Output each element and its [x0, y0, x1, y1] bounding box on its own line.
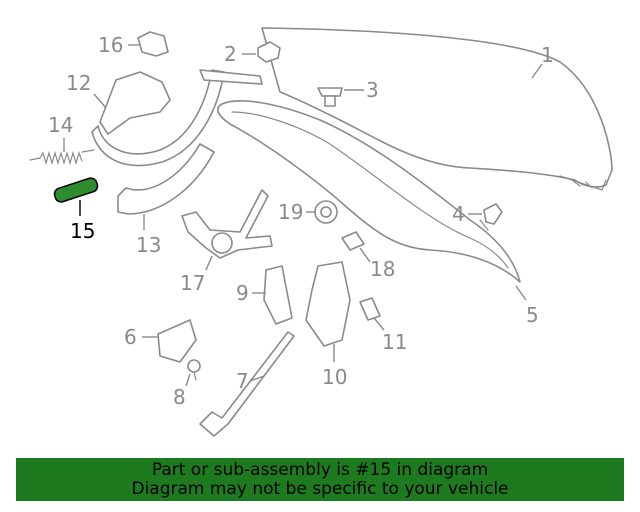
- part-6-bracket: [157, 319, 197, 363]
- callout-12: 12: [66, 71, 91, 95]
- part-19-grommet: [314, 200, 338, 224]
- callout-16: 16: [98, 33, 123, 57]
- callout-8: 8: [173, 385, 186, 409]
- part-1-trunk-lid: [261, 27, 613, 191]
- part-12-hinge: [91, 69, 263, 167]
- part-17-actuator: [181, 189, 273, 259]
- callout-11: 11: [382, 330, 407, 354]
- part-3-bumper: [317, 87, 343, 107]
- callout-4: 4: [452, 202, 465, 226]
- part-14-spring: [29, 149, 95, 166]
- callout-18: 18: [370, 257, 395, 281]
- part-13-arm: [117, 143, 215, 215]
- banner-line-1: Part or sub-assembly is #15 in diagram: [151, 460, 489, 480]
- callout-6: 6: [124, 325, 137, 349]
- callout-9: 9: [236, 281, 249, 305]
- callout-19: 19: [278, 200, 303, 224]
- part-15-tube: [53, 177, 99, 203]
- callout-5: 5: [526, 303, 539, 327]
- callout-7: 7: [236, 369, 249, 393]
- callout-14: 14: [48, 113, 73, 137]
- leader-lines: [63, 44, 543, 387]
- part-18-clip: [341, 231, 365, 251]
- banner-line-2: Diagram may not be specific to your vehi…: [131, 479, 509, 499]
- part-2-clip: [257, 41, 281, 63]
- info-banner: Part or sub-assembly is #15 in diagram D…: [16, 458, 624, 501]
- part-11-retainer: [359, 297, 381, 321]
- callout-1: 1: [541, 43, 554, 67]
- part-7-rod: [199, 331, 295, 437]
- callout-17: 17: [180, 271, 205, 295]
- part-16-bracket: [137, 31, 169, 57]
- callout-2: 2: [224, 42, 237, 66]
- part-9-switch: [263, 265, 293, 325]
- callout-10: 10: [322, 365, 347, 389]
- part-10-latch: [305, 261, 351, 347]
- callout-3: 3: [366, 78, 379, 102]
- part-8-bolt: [187, 359, 201, 381]
- callouts: 1 2 3 4 5 6 7 8 9 10 11 12 13 14 15 16 1…: [48, 33, 554, 409]
- part-5-weatherstrip: [217, 100, 521, 283]
- callout-15: 15: [70, 219, 95, 243]
- parts-diagram: 1 2 3 4 5 6 7 8 9 10 11 12 13 14 15 16 1…: [29, 27, 613, 437]
- callout-13: 13: [136, 233, 161, 257]
- part-4-pin: [479, 203, 503, 231]
